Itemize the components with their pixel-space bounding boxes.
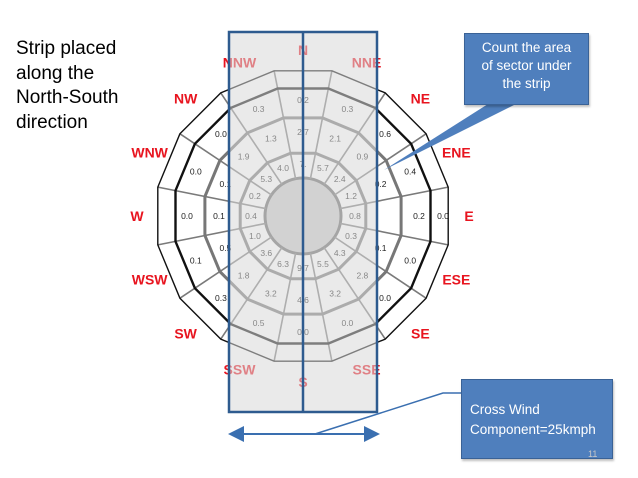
sector-value: 0.4 — [404, 167, 416, 177]
direction-label-w: W — [130, 208, 144, 224]
callout-wind-line-1: Cross Wind — [470, 402, 540, 417]
direction-label-wsw: WSW — [132, 272, 169, 288]
direction-label-e: E — [464, 208, 473, 224]
sector-value: 0.6 — [379, 129, 391, 139]
direction-label-se: SE — [411, 325, 430, 341]
direction-label-sw: SW — [174, 325, 197, 341]
title-line-4: direction — [16, 111, 88, 133]
title-line-1: Strip placed — [16, 38, 117, 59]
slide-title: Strip placed along the North-South direc… — [16, 37, 156, 135]
callout-count-area: Count the area of sector under the strip — [464, 33, 589, 105]
arrows — [228, 104, 516, 442]
direction-label-ne: NE — [411, 91, 430, 107]
direction-label-ese: ESE — [442, 272, 470, 288]
sector-value: 0.0 — [190, 167, 202, 177]
sector-value: 0.2 — [413, 211, 425, 221]
runway-strip — [227, 30, 379, 414]
sector-value: 0.1 — [219, 179, 231, 189]
callout-area-line-3: the strip — [502, 76, 551, 91]
title-line-3: North-South — [16, 87, 119, 108]
callout-wind-line-2: Component=25kmph — [470, 422, 596, 437]
direction-label-ene: ENE — [442, 144, 471, 160]
sector-value: 0.1 — [190, 255, 202, 265]
page-number: 11 — [588, 449, 598, 459]
title-line-2: along the — [16, 62, 95, 84]
callout-pointer — [384, 104, 516, 170]
cross-wind-leader-line — [314, 392, 462, 435]
callout-area-line-2: of sector under — [481, 58, 572, 73]
callout-cross-wind: Cross Wind Component=25kmph — [461, 379, 613, 459]
sector-value: 0.0 — [437, 211, 449, 221]
direction-label-nw: NW — [174, 91, 198, 107]
direction-label-wnw: WNW — [131, 144, 168, 160]
sector-value: 0.0 — [181, 211, 193, 221]
sector-value: 0.2 — [375, 179, 387, 189]
sector-value: 0.0 — [404, 255, 416, 265]
sector-value: 0.1 — [375, 243, 387, 253]
sector-value: 0.0 — [379, 293, 391, 303]
callout-area-line-1: Count the area — [481, 40, 572, 55]
sector-value: 0.1 — [213, 211, 225, 221]
sector-value: 0.0 — [215, 129, 227, 139]
sector-value: 0.5 — [219, 243, 231, 253]
sector-value: 0.3 — [215, 293, 227, 303]
